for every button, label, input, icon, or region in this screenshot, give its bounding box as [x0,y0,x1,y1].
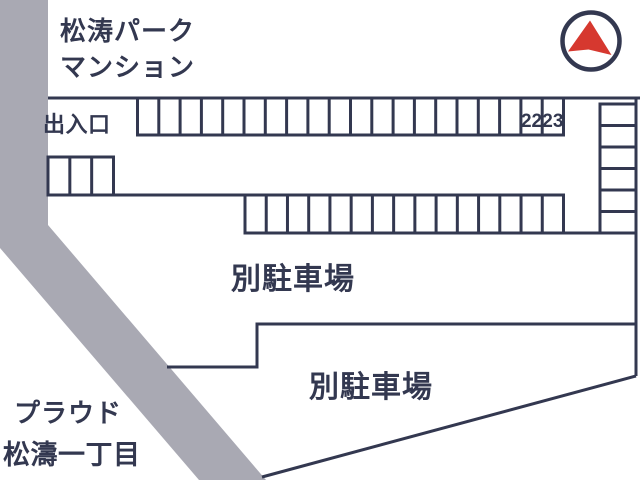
wall-diagonal [261,374,637,479]
parking-row-middle [243,193,565,235]
building-bottom-label-line2: 松濤一丁目 [3,440,141,470]
parking-row-left-small [46,155,115,197]
wall-step [167,322,636,369]
aux-parking-upper-label: 別駐車場 [231,263,355,296]
north-arrow-icon [568,20,612,55]
stall-number: 22 [521,111,542,132]
aux-parking-lower-label: 別駐車場 [309,371,433,404]
building-top-label-line2: マンション [60,52,195,82]
compass [560,10,622,72]
building-bottom-label-line1: プラウド [14,398,122,428]
stall-row-outline [243,193,565,235]
entrance-label: 出入口 [43,112,111,137]
road-band [0,0,266,480]
stall-row-outline [46,155,115,197]
parking-column-right [598,102,638,235]
stall-number: 23 [542,111,563,132]
building-top-label-line1: 松涛パーク [60,16,195,46]
